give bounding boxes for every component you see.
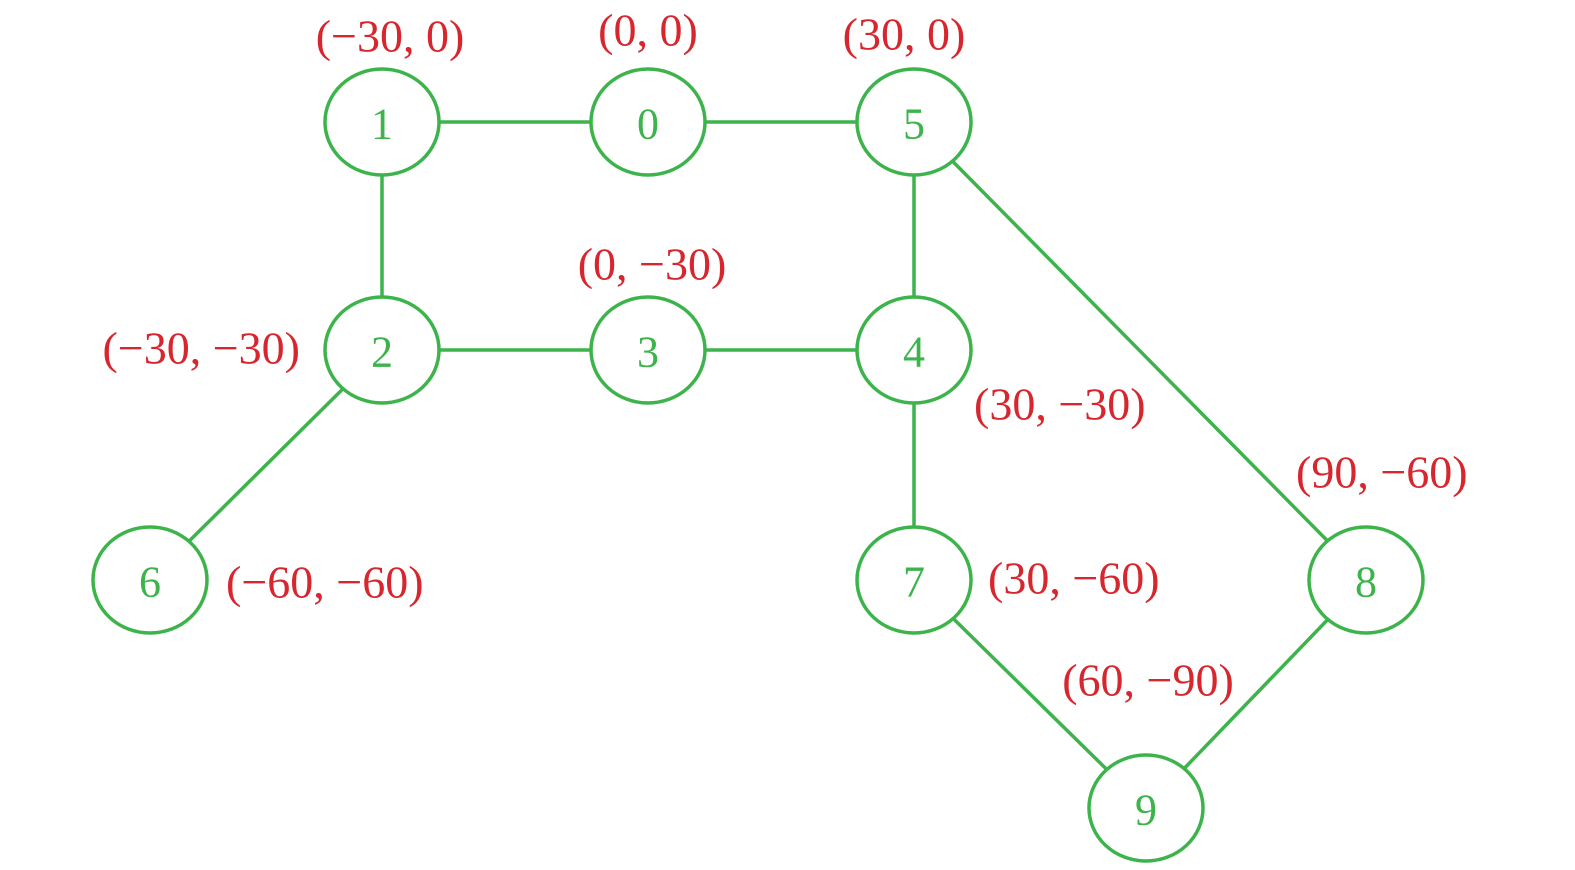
- coordinate-label-6: (−60, −60): [226, 557, 424, 608]
- node-4-label: 4: [903, 328, 925, 377]
- node-0: 0: [589, 67, 707, 177]
- edge-5-8: [950, 159, 1330, 543]
- node-8-label: 8: [1355, 558, 1377, 607]
- edge-8-9: [1182, 617, 1330, 771]
- node-7: 7: [855, 525, 973, 635]
- node-5: 5: [855, 67, 973, 177]
- coordinate-label-4: (30, −30): [974, 379, 1146, 430]
- node-6: 6: [91, 525, 209, 635]
- node-5-circle: [855, 67, 973, 177]
- coordinate-label-2: (−30, −30): [102, 323, 300, 374]
- node-4-circle: [855, 295, 973, 405]
- node-2-circle: [323, 295, 441, 405]
- coordinate-label-9: (60, −90): [1062, 655, 1234, 706]
- node-8: 8: [1307, 525, 1425, 635]
- node-6-circle: [91, 525, 209, 635]
- node-1: 1: [323, 67, 441, 177]
- coordinate-labels-layer: (0, 0) (−30, 0) (−30, −30) (0, −30) (30, −30…: [102, 5, 1467, 706]
- coordinate-label-0: (0, 0): [598, 5, 698, 56]
- node-3-label: 3: [637, 328, 659, 377]
- node-9: 9: [1087, 753, 1205, 863]
- coordinate-label-5: (30, 0): [843, 9, 966, 60]
- node-8-circle: [1307, 525, 1425, 635]
- coordinate-label-7: (30, −60): [988, 553, 1160, 604]
- edge-2-6: [187, 386, 345, 544]
- node-0-circle: [589, 67, 707, 177]
- node-3: 3: [589, 295, 707, 405]
- coordinate-label-3: (0, −30): [578, 239, 727, 290]
- nodes-layer: 0 1 2 3 4 5 6 7 8 9: [91, 67, 1425, 863]
- node-1-circle: [323, 67, 441, 177]
- edges-layer: [187, 120, 1330, 772]
- coordinate-label-8: (90, −60): [1296, 447, 1468, 498]
- node-2-label: 2: [371, 328, 393, 377]
- node-1-label: 1: [371, 100, 393, 149]
- node-0-label: 0: [637, 100, 659, 149]
- node-7-label: 7: [903, 558, 925, 607]
- node-2: 2: [323, 295, 441, 405]
- node-7-circle: [855, 525, 973, 635]
- coordinate-label-1: (−30, 0): [316, 11, 465, 62]
- node-9-circle: [1087, 753, 1205, 863]
- node-4: 4: [855, 295, 973, 405]
- node-6-label: 6: [139, 558, 161, 607]
- node-5-label: 5: [903, 100, 925, 149]
- node-9-label: 9: [1135, 786, 1157, 835]
- node-3-circle: [589, 295, 707, 405]
- edge-7-9: [951, 616, 1109, 772]
